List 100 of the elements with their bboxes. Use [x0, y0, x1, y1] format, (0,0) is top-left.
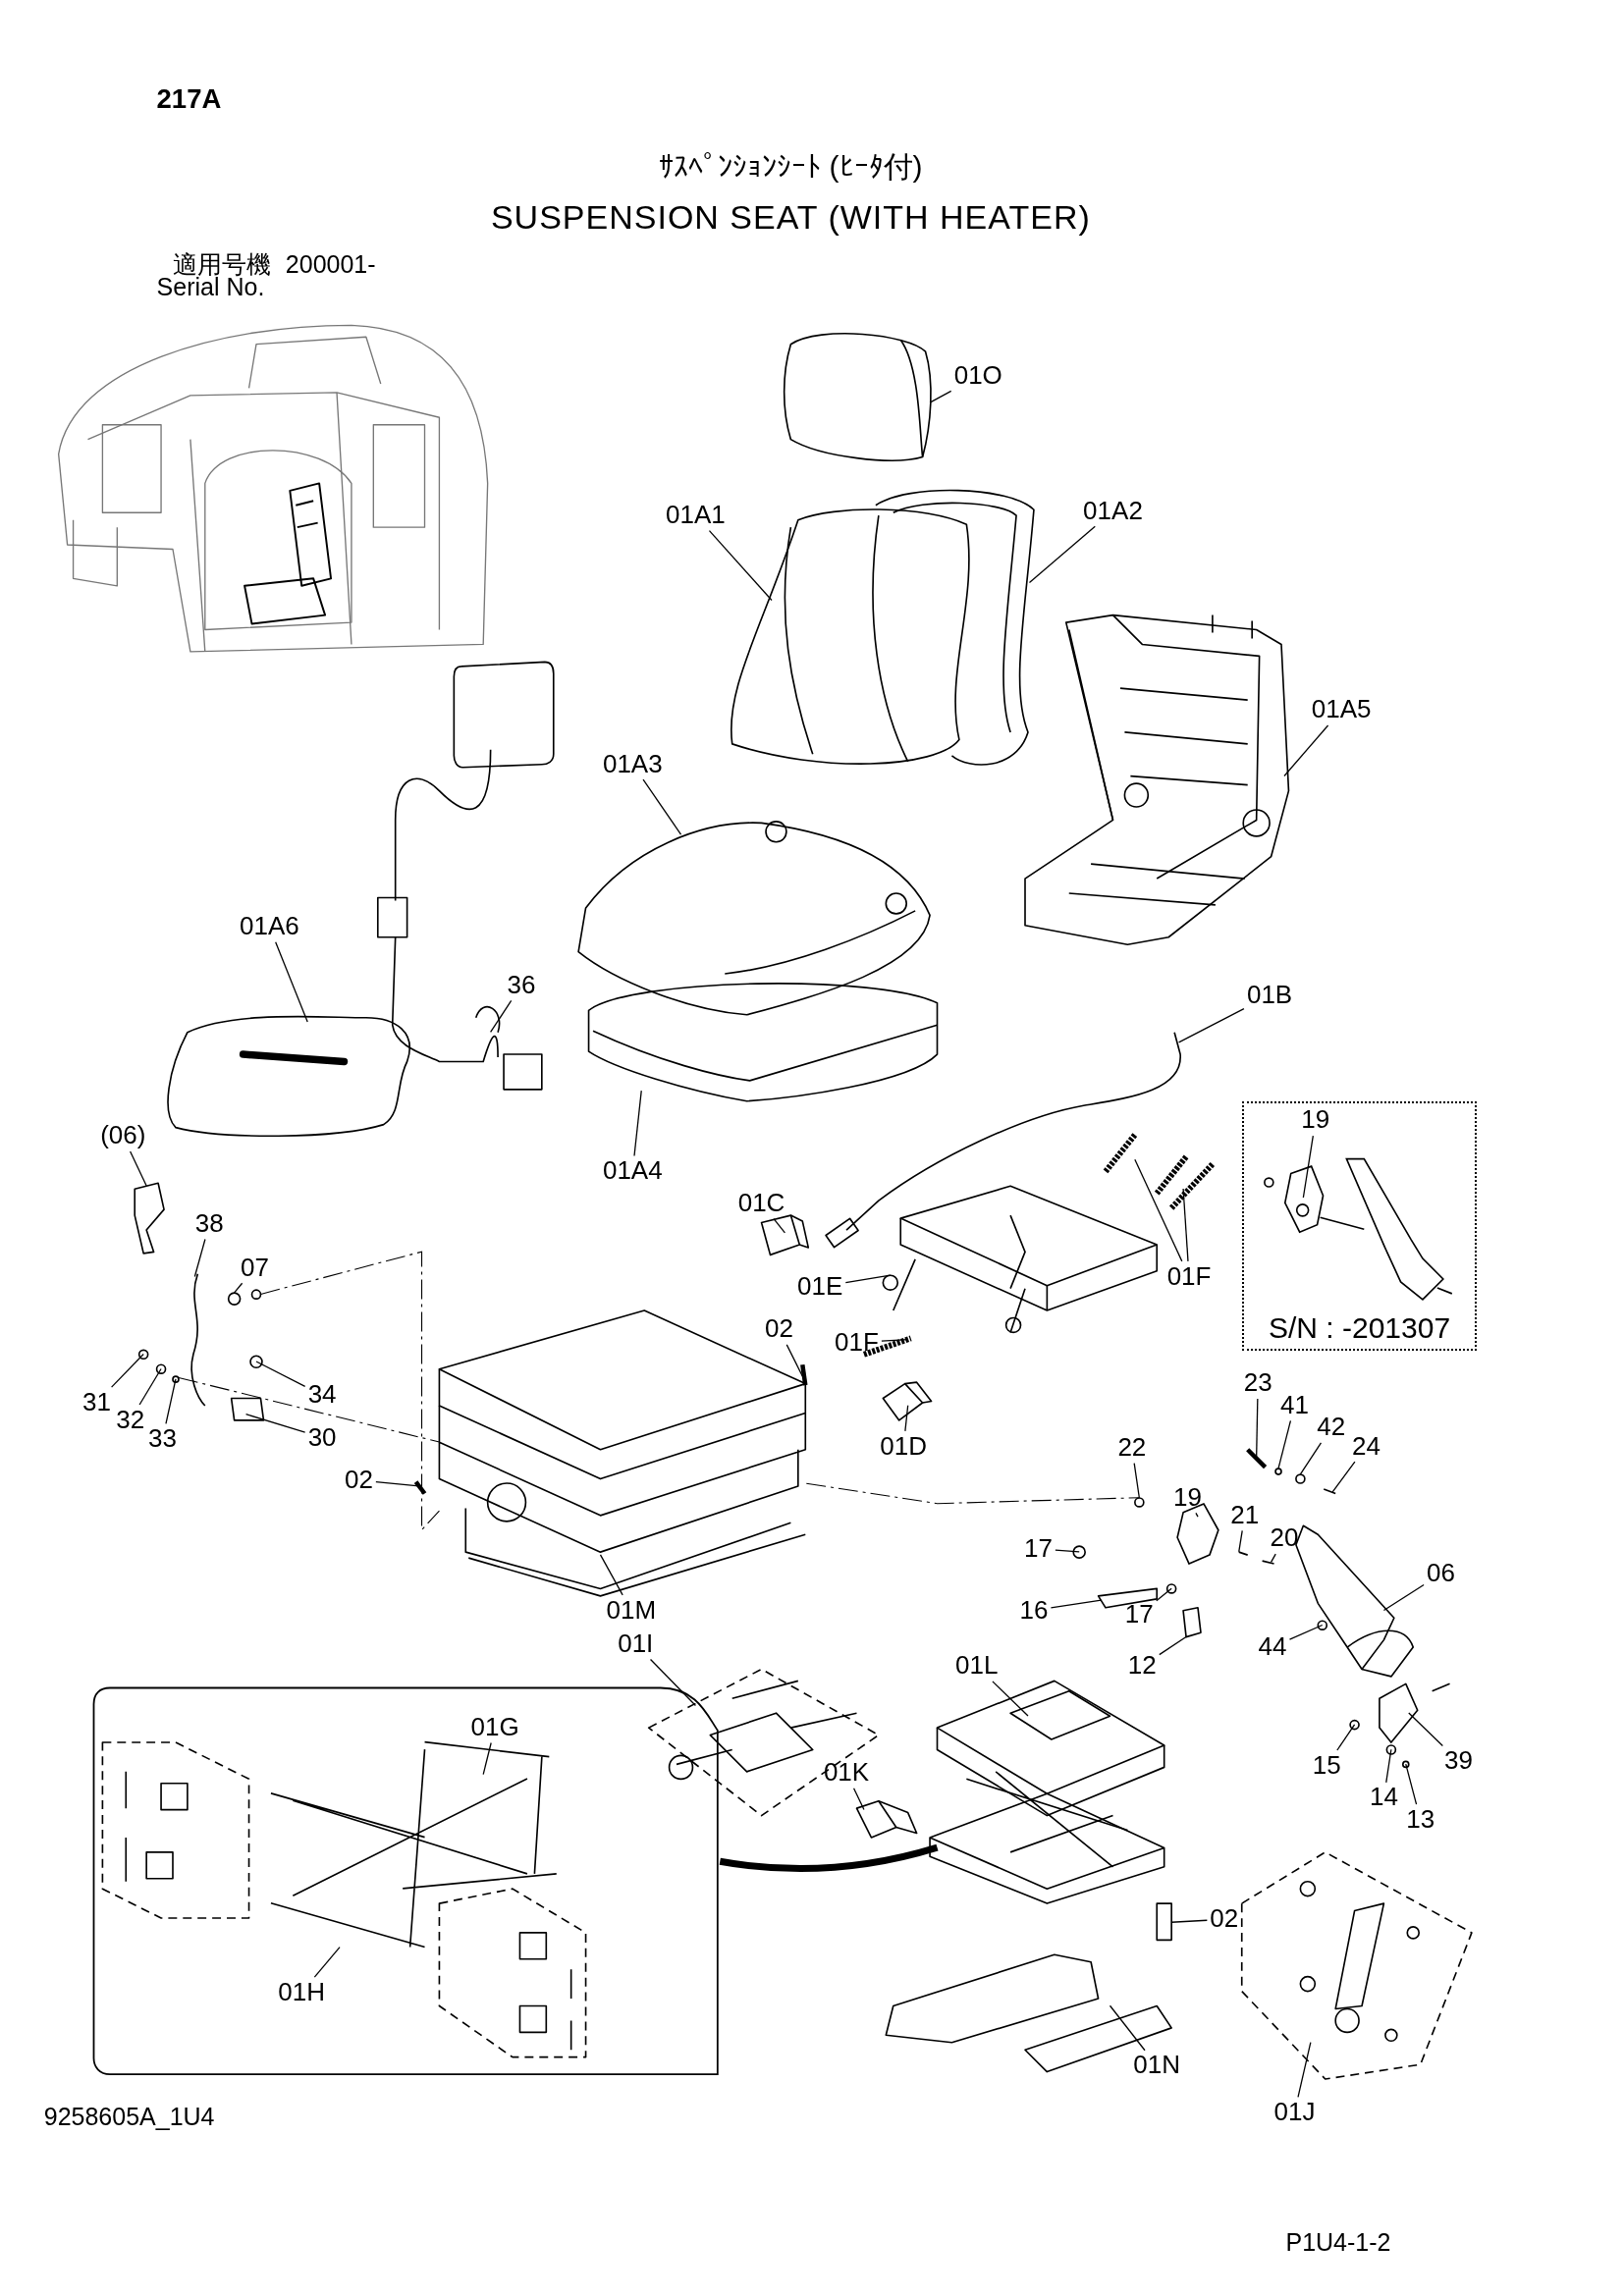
- leader-line: [1299, 1442, 1323, 1475]
- leader-line: [1028, 525, 1096, 584]
- callout-number: 17: [1122, 1600, 1156, 1629]
- leader-line: [929, 390, 952, 403]
- bracket-drawing: [855, 1799, 918, 1839]
- leader-line: [313, 1946, 341, 1978]
- callout-number: 12: [1125, 1651, 1159, 1681]
- serial-number-note: S/N : -201307: [1268, 1311, 1452, 1346]
- callout-number: 01O: [951, 361, 1004, 391]
- leader-line: [1336, 1724, 1356, 1751]
- callout-number: 06: [1425, 1559, 1457, 1588]
- callout-number: 41: [1277, 1391, 1311, 1420]
- serial-number: 200001-: [285, 252, 376, 278]
- callout-number: 01A3: [600, 749, 665, 779]
- leader-line: [1134, 1158, 1183, 1262]
- leader-line: [633, 1090, 642, 1157]
- seat-belt-drawing: [1263, 1157, 1453, 1301]
- leader-line: [234, 1282, 244, 1294]
- leader-line: [490, 999, 513, 1034]
- leader-line: [1331, 1461, 1356, 1493]
- leader-line: [375, 1480, 420, 1487]
- callout-number: 01A5: [1309, 695, 1374, 724]
- scissor-linkage-drawing: [270, 1741, 558, 1949]
- leader-line: [642, 778, 682, 835]
- callout-number: 01E: [795, 1272, 845, 1302]
- leader-line: [275, 941, 308, 1023]
- page-number: 217A: [156, 85, 222, 113]
- callout-number: 07: [239, 1253, 271, 1283]
- callout-number: 36: [505, 971, 538, 1000]
- leader-line: [992, 1681, 1029, 1717]
- release-cable-drawing: [825, 1031, 1181, 1249]
- leader-line: [1277, 1419, 1292, 1469]
- center-line: [178, 1376, 440, 1443]
- leader-line: [130, 1150, 147, 1187]
- release-knob-drawing: [760, 1214, 810, 1256]
- callout-number: 31: [80, 1388, 113, 1417]
- leader-line: [1256, 1398, 1259, 1460]
- callout-number: 01N: [1131, 2051, 1183, 2081]
- callout-number: 01K: [821, 1758, 872, 1788]
- leader-line: [1170, 1919, 1208, 1923]
- callout-number: 38: [192, 1209, 226, 1239]
- callout-number: 01H: [276, 1978, 328, 2007]
- callout-number: (06): [98, 1121, 148, 1150]
- callout-number: 33: [146, 1424, 179, 1454]
- title: SUSPENSION SEAT (WITH HEATER): [490, 199, 1091, 234]
- leader-line: [244, 1414, 306, 1433]
- callout-number: 19: [1299, 1105, 1332, 1136]
- callout-number: 44: [1256, 1632, 1289, 1662]
- drawing-number: 9258605A_1U4: [43, 2105, 215, 2130]
- backrest-cushion-drawing: [730, 508, 970, 765]
- callout-number: 01A2: [1081, 496, 1145, 526]
- callout-number: 15: [1310, 1751, 1343, 1781]
- leader-line: [649, 1658, 697, 1707]
- leader-line: [1055, 1549, 1080, 1553]
- callout-number: 13: [1404, 1805, 1437, 1835]
- callout-number: 30: [305, 1422, 339, 1453]
- leader-line: [1302, 1135, 1314, 1199]
- inset-panel: [91, 1686, 720, 2076]
- callout-number: 32: [114, 1406, 147, 1435]
- callout-number: 24: [1350, 1431, 1382, 1462]
- seat-base-cushion-drawing: [587, 983, 939, 1102]
- leader-line: [1405, 1763, 1418, 1805]
- leader-line: [1159, 1635, 1187, 1656]
- leader-line: [1297, 2041, 1312, 2099]
- suspension-unit-drawing: [929, 1680, 1165, 1904]
- callout-number: 23: [1241, 1368, 1274, 1399]
- callout-number: 39: [1442, 1746, 1475, 1776]
- spring-kit-drawing: [647, 1668, 880, 1817]
- shock-absorber-drawing: [1240, 1851, 1473, 2080]
- leader-line: [852, 1788, 865, 1811]
- callout-number: 01B: [1244, 981, 1295, 1010]
- leader-line: [1177, 1008, 1245, 1043]
- seat-heater-drawing: [167, 661, 555, 1137]
- backrest-cover-drawing: [875, 489, 1035, 766]
- seat-suspension-drawing: [413, 1309, 808, 1597]
- page-reference: P1U4-1-2: [1285, 2230, 1391, 2256]
- leader-line: [255, 1361, 306, 1388]
- leader-line: [1050, 1599, 1103, 1609]
- callout-number: 01M: [604, 1595, 659, 1626]
- callout-number: 16: [1017, 1595, 1051, 1626]
- leader-line: [1156, 1587, 1172, 1602]
- callout-number: 01A6: [238, 912, 301, 941]
- leader-line: [773, 1217, 786, 1234]
- callout-number: 19: [1171, 1483, 1204, 1513]
- callout-number: 01F: [833, 1328, 881, 1358]
- seat-frame-drawing: [1024, 614, 1290, 945]
- headrest-drawing: [783, 333, 932, 461]
- leader-line: [138, 1367, 162, 1406]
- callout-number: 01C: [735, 1189, 787, 1218]
- leader-line: [1133, 1463, 1140, 1499]
- center-line: [259, 1251, 440, 1531]
- callout-number: 21: [1228, 1501, 1262, 1530]
- leader-line: [482, 1741, 492, 1776]
- leader-line: [844, 1274, 892, 1284]
- leader-line: [165, 1378, 177, 1425]
- leader-line: [1385, 1748, 1392, 1784]
- callout-number: 01A1: [664, 501, 728, 530]
- leader-line: [1408, 1712, 1443, 1747]
- callout-number: 42: [1315, 1413, 1348, 1442]
- leader-line: [881, 1339, 909, 1342]
